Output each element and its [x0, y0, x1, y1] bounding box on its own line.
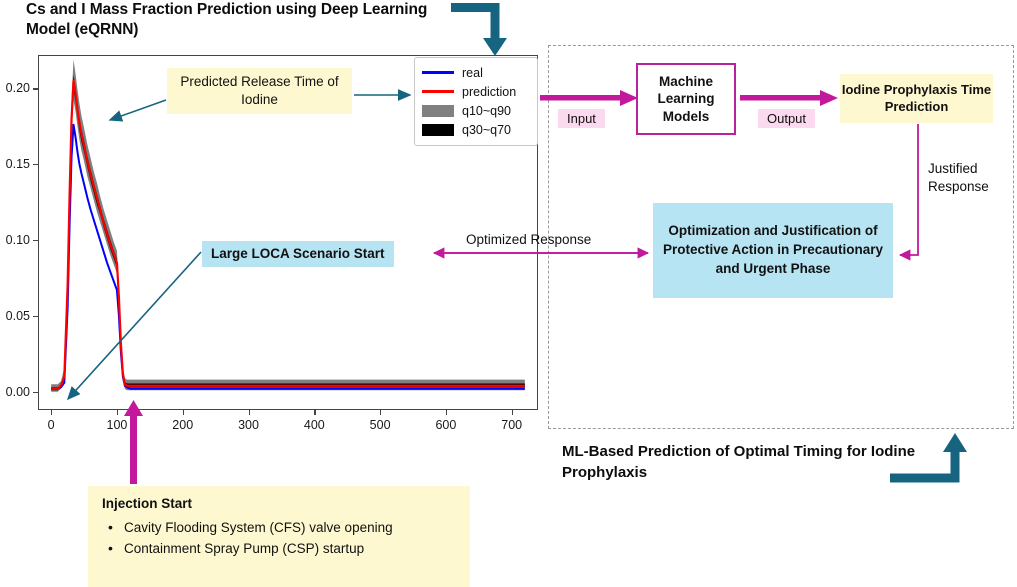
- x-axis-tick-mark: [445, 410, 448, 415]
- y-axis-tick-label: 0.05: [5, 308, 30, 323]
- y-axis-tick-mark: [33, 164, 38, 166]
- injection-bullet-list: Cavity Flooding System (CFS) valve openi…: [102, 517, 456, 560]
- y-axis-tick-label: 0.10: [5, 233, 30, 248]
- x-axis-tick-label: 0: [47, 418, 55, 432]
- x-axis-tick-label: 200: [172, 418, 194, 432]
- callout-injection-start: Injection Start Cavity Flooding System (…: [88, 486, 470, 587]
- legend-line-swatch-icon: [422, 85, 454, 99]
- x-axis-tick-mark: [116, 410, 119, 415]
- swatch-glyph: [422, 123, 454, 136]
- x-axis-tick-label: 300: [238, 418, 259, 432]
- legend-item-q10-q90: q10~q90: [422, 101, 530, 120]
- bottom-caption: ML-Based Prediction of Optimal Timing fo…: [562, 443, 916, 481]
- justified-response-label: Justified Response: [928, 160, 989, 196]
- series-line-prediction: [51, 79, 525, 390]
- machine-learning-models-box: Machine Learning Models: [636, 63, 736, 135]
- legend-item-label: q30~q70: [462, 122, 512, 137]
- legend-item-label: real: [462, 65, 483, 80]
- legend-item-q30-q70: q30~q70: [422, 120, 530, 139]
- justified-response-line1: Justified: [928, 161, 978, 176]
- optimized-response-label: Optimized Response: [466, 232, 592, 247]
- list-item: Cavity Flooding System (CFS) valve openi…: [102, 517, 456, 539]
- list-item: Containment Spray Pump (CSP) startup: [102, 538, 456, 560]
- y-axis-tick-label: 0.00: [5, 384, 30, 399]
- swatch-glyph: [422, 71, 454, 74]
- injection-start-title: Injection Start: [102, 496, 193, 511]
- x-axis-tick-mark: [511, 410, 513, 415]
- y-axis-tick-mark: [33, 315, 38, 318]
- y-axis-tick-label: 0.20: [5, 81, 30, 96]
- optimization-justification-box: Optimization and Justification of Protec…: [653, 203, 893, 298]
- y-axis-tick-mark: [33, 88, 38, 90]
- x-axis-tick-mark: [51, 410, 53, 415]
- y-axis-tick-mark: [33, 391, 38, 393]
- x-axis-tick-label: 600: [435, 418, 457, 432]
- x-axis-tick-label: 500: [369, 418, 391, 432]
- page-title: Cs and I Mass Fraction Prediction using …: [26, 1, 428, 39]
- chart-legend: real prediction q10~q90 q30~q70: [414, 57, 538, 146]
- swatch-glyph: [422, 104, 454, 117]
- x-axis-tick-mark: [314, 410, 316, 415]
- callout-predicted-release: Predicted Release Time of Iodine: [167, 68, 352, 115]
- output-label: Output: [758, 109, 816, 128]
- legend-box-swatch-icon: [422, 104, 454, 118]
- x-axis-tick-mark: [380, 410, 382, 415]
- legend-item-real: real: [422, 63, 530, 82]
- justified-response-line2: Response: [928, 179, 989, 195]
- legend-box-swatch-icon: [422, 123, 454, 137]
- legend-item-label: q10~q90: [462, 103, 512, 118]
- x-axis-tick-mark: [248, 410, 250, 415]
- title-to-legend-arrow: [451, 3, 507, 56]
- callout-large-loca: Large LOCA Scenario Start: [202, 241, 394, 268]
- legend-line-swatch-icon: [422, 66, 454, 80]
- ml-pipeline-dashed-region: [548, 45, 1014, 429]
- iodine-prophylaxis-time-prediction-box: Iodine Prophylaxis Time Prediction: [840, 74, 993, 123]
- legend-item-label: prediction: [462, 84, 517, 99]
- swatch-glyph: [422, 90, 454, 93]
- y-axis-tick-mark: [33, 240, 38, 242]
- x-axis-tick-label: 700: [501, 418, 523, 432]
- legend-item-prediction: prediction: [422, 82, 530, 101]
- input-label: Input: [558, 109, 605, 128]
- y-axis-tick-label: 0.15: [5, 157, 30, 172]
- x-axis-tick-label: 400: [303, 418, 325, 432]
- x-axis-tick-label: 100: [106, 418, 128, 432]
- x-axis-tick-mark: [182, 410, 184, 415]
- injection-start-arrow: [124, 400, 143, 484]
